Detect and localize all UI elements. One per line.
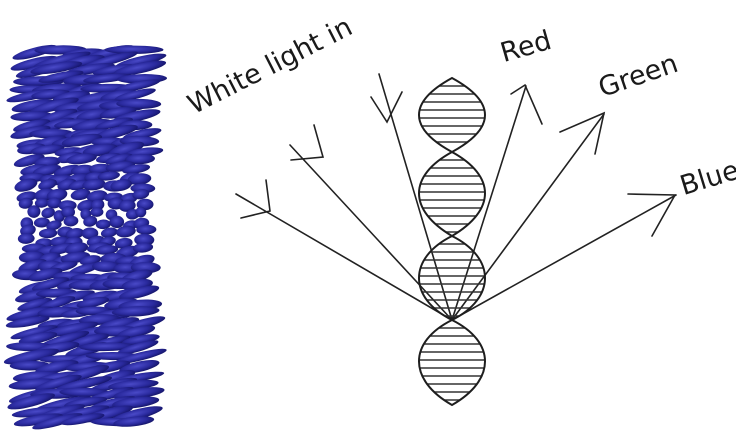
incoming-ray-3 [371, 74, 452, 320]
helix-icon [410, 78, 494, 405]
incoming-ray-2 [290, 125, 452, 320]
reflected-ray-red [452, 85, 542, 320]
liquid-crystal-molecule [109, 216, 124, 228]
liquid-crystal-molecule [18, 233, 35, 244]
liquid-crystal-stack [3, 42, 168, 433]
